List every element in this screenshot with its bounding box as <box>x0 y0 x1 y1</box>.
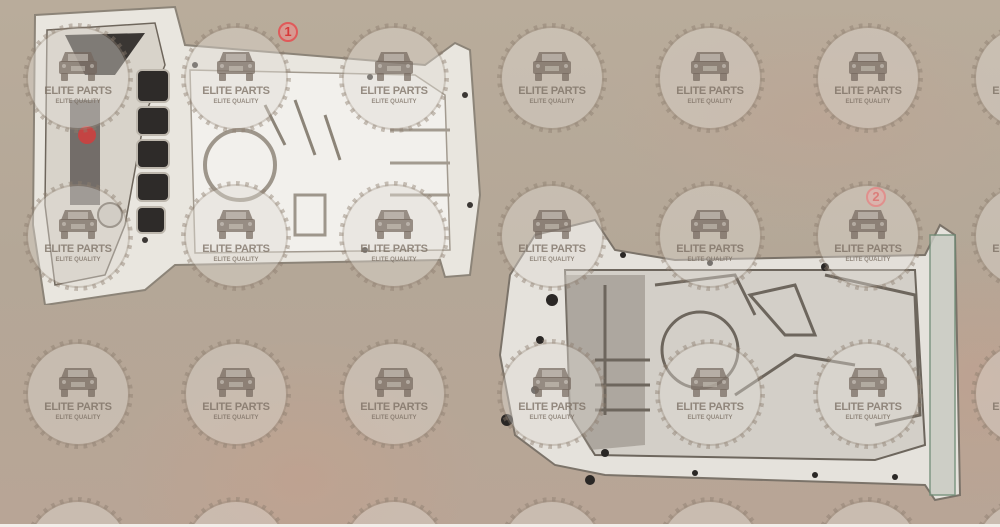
gear-ring-icon <box>181 339 291 449</box>
gear-ring-icon <box>497 23 607 133</box>
car-front-icon <box>375 368 413 397</box>
gear-ring-icon <box>181 497 291 527</box>
watermark-title: ELITE PARTS <box>992 243 1000 255</box>
watermark-badge: ELITE PARTS ELITE QUALITY <box>813 23 923 133</box>
oil-pan-2 <box>495 215 965 510</box>
car-front-icon <box>59 368 97 397</box>
watermark-title: ELITE PARTS <box>202 401 270 413</box>
gear-ring-icon <box>971 339 1000 449</box>
watermark-badge: ELITE PARTS ELITE QUALITY <box>339 339 449 449</box>
watermark-subtitle: ELITE QUALITY <box>976 415 1000 421</box>
gear-ring-icon <box>339 497 449 527</box>
gear-ring-icon <box>655 23 765 133</box>
watermark-subtitle: ELITE QUALITY <box>55 415 101 421</box>
watermark-subtitle: ELITE QUALITY <box>976 99 1000 105</box>
gear-ring-icon <box>339 339 449 449</box>
watermark-title: ELITE PARTS <box>992 85 1000 97</box>
watermark-badge: ELITE PARTS ELITE QUALITY <box>971 339 1000 449</box>
gear-ring-icon <box>971 497 1000 527</box>
gear-ring-icon <box>23 339 133 449</box>
watermark-title: ELITE PARTS <box>44 401 112 413</box>
watermark-badge: ELITE PARTS ELITE QUALITY <box>181 339 291 449</box>
watermark-title: ELITE PARTS <box>834 85 902 97</box>
callout-marker-2: 2 <box>866 187 886 207</box>
watermark-badge: ELITE PARTS ELITE QUALITY <box>23 339 133 449</box>
car-front-icon <box>217 368 255 397</box>
oil-pan-1 <box>25 5 485 305</box>
watermark-subtitle: ELITE QUALITY <box>529 99 575 105</box>
watermark-title: ELITE PARTS <box>518 85 586 97</box>
watermark-title: ELITE PARTS <box>992 401 1000 413</box>
watermark-title: ELITE PARTS <box>676 85 744 97</box>
watermark-badge: ELITE PARTS ELITE QUALITY <box>655 23 765 133</box>
watermark-badge: ELITE PARTS ELITE QUALITY <box>497 23 607 133</box>
callout-marker-1: 1 <box>278 22 298 42</box>
bottom-border <box>0 524 1000 527</box>
watermark-badge: ELITE PARTS ELITE QUALITY <box>971 23 1000 133</box>
gear-ring-icon <box>23 497 133 527</box>
watermark-subtitle: ELITE QUALITY <box>213 415 259 421</box>
car-front-icon <box>533 52 571 81</box>
watermark-badge: ELITE PARTS ELITE QUALITY <box>971 181 1000 291</box>
watermark-title: ELITE PARTS <box>360 401 428 413</box>
watermark-subtitle: ELITE QUALITY <box>371 415 417 421</box>
watermark-subtitle: ELITE QUALITY <box>976 257 1000 263</box>
gear-ring-icon <box>971 23 1000 133</box>
watermark-subtitle: ELITE QUALITY <box>687 99 733 105</box>
car-front-icon <box>691 52 729 81</box>
car-front-icon <box>849 52 887 81</box>
gear-ring-icon <box>813 23 923 133</box>
gear-ring-icon <box>971 181 1000 291</box>
watermark-subtitle: ELITE QUALITY <box>845 99 891 105</box>
